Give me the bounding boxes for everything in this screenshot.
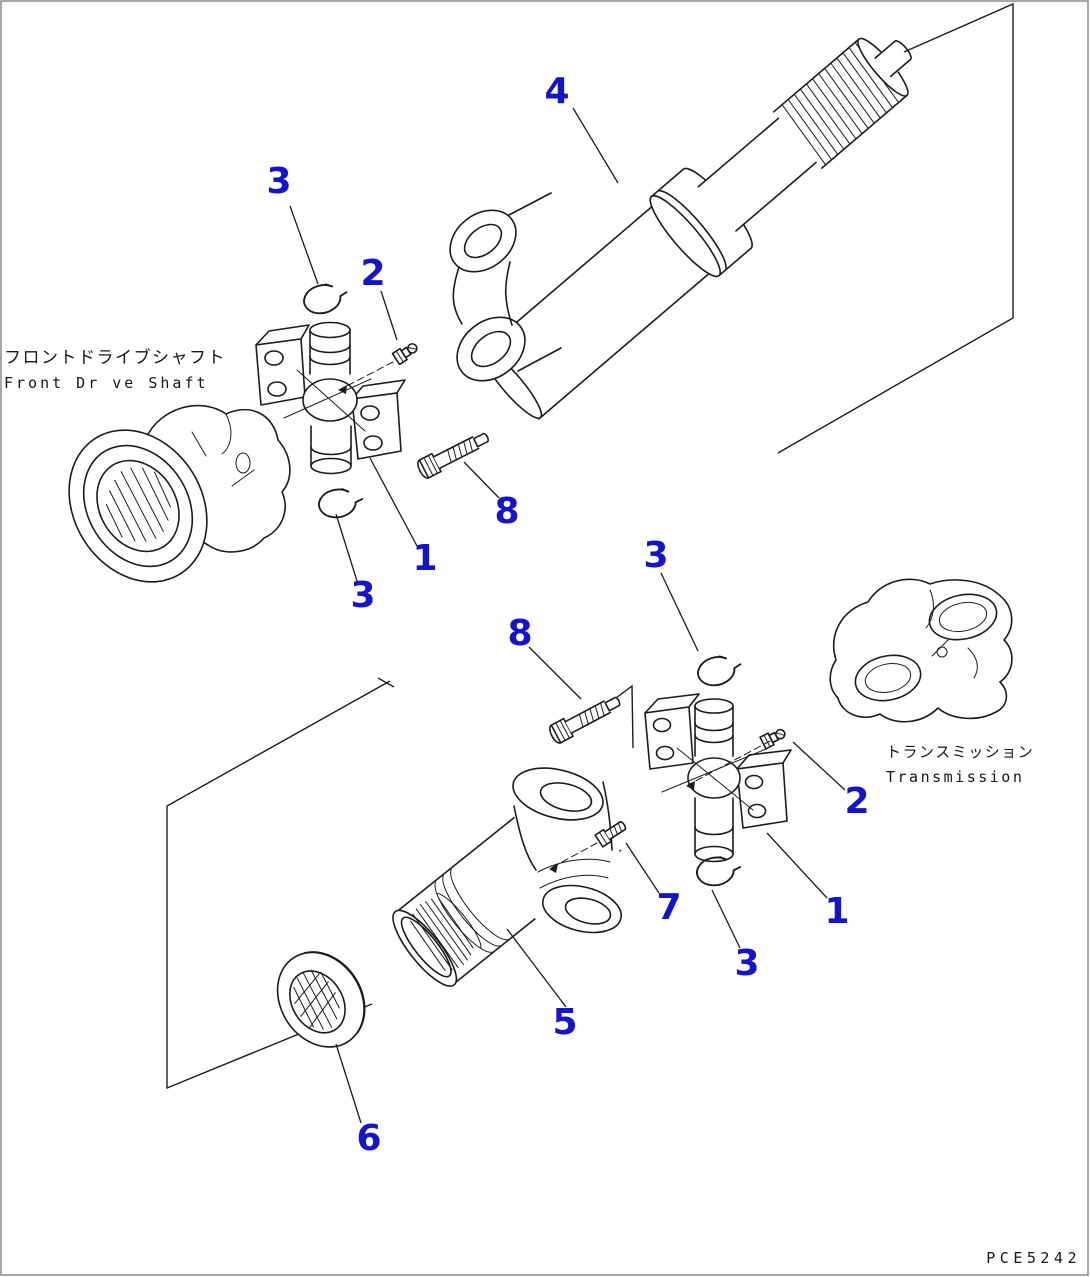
snap-ring-drawing-2 (316, 485, 366, 521)
label-front-drive-shaft-en: Front Dr ve Shaft (4, 374, 209, 392)
callout-snap-ring-lower-right: 3 (734, 943, 759, 984)
callout-spider-upper: 1 (412, 538, 437, 579)
leader-lines (289, 107, 846, 1124)
callout-spider-lower: 1 (824, 891, 849, 932)
flange-yoke-drawing (68, 404, 291, 583)
bolt-drawing-2 (546, 691, 625, 746)
transmission-yoke-drawing (829, 578, 1013, 723)
label-front-drive-shaft-jp: フロントドライブシャフト (4, 347, 226, 368)
universal-joint-spider-upper (255, 321, 406, 475)
callout-snap-ring-upper-right: 3 (643, 535, 668, 576)
grease-fitting-drawing-2 (759, 725, 789, 750)
dust-cap-drawing (276, 951, 366, 1048)
callout-grease-fitting-upper: 2 (360, 253, 385, 294)
drive-shaft-drawing (449, 37, 912, 421)
drive-shaft-yoke (449, 192, 562, 382)
snap-ring-drawing-3 (694, 650, 745, 690)
callout-drive-shaft: 4 (544, 71, 569, 112)
doc-code: PCE5242 (986, 1249, 1081, 1267)
bolt-drawing-1 (414, 427, 493, 481)
label-transmission-jp: トランスミッション (886, 743, 1034, 761)
callout-yoke-sleeve: 5 (552, 1002, 577, 1043)
sleeve-yoke-drawing (392, 766, 624, 987)
callout-snap-ring-upper: 3 (266, 161, 291, 202)
callout-dust-cap: 6 (356, 1118, 381, 1159)
snap-ring-drawing-1 (300, 278, 351, 318)
universal-joint-spider-lower (644, 693, 792, 863)
callout-grease-fitting-lower: 2 (844, 781, 869, 822)
grease-fitting-drawing-1 (391, 339, 421, 366)
callout-bolt-lower: 8 (507, 613, 532, 654)
callout-snap-ring-lower-left: 3 (350, 575, 375, 616)
panel-outline-upper-right (777, 2, 1014, 454)
callout-plug: 7 (656, 887, 681, 928)
label-transmission-en: Transmission (886, 768, 1024, 786)
callout-bolt-upper: 8 (494, 491, 519, 532)
